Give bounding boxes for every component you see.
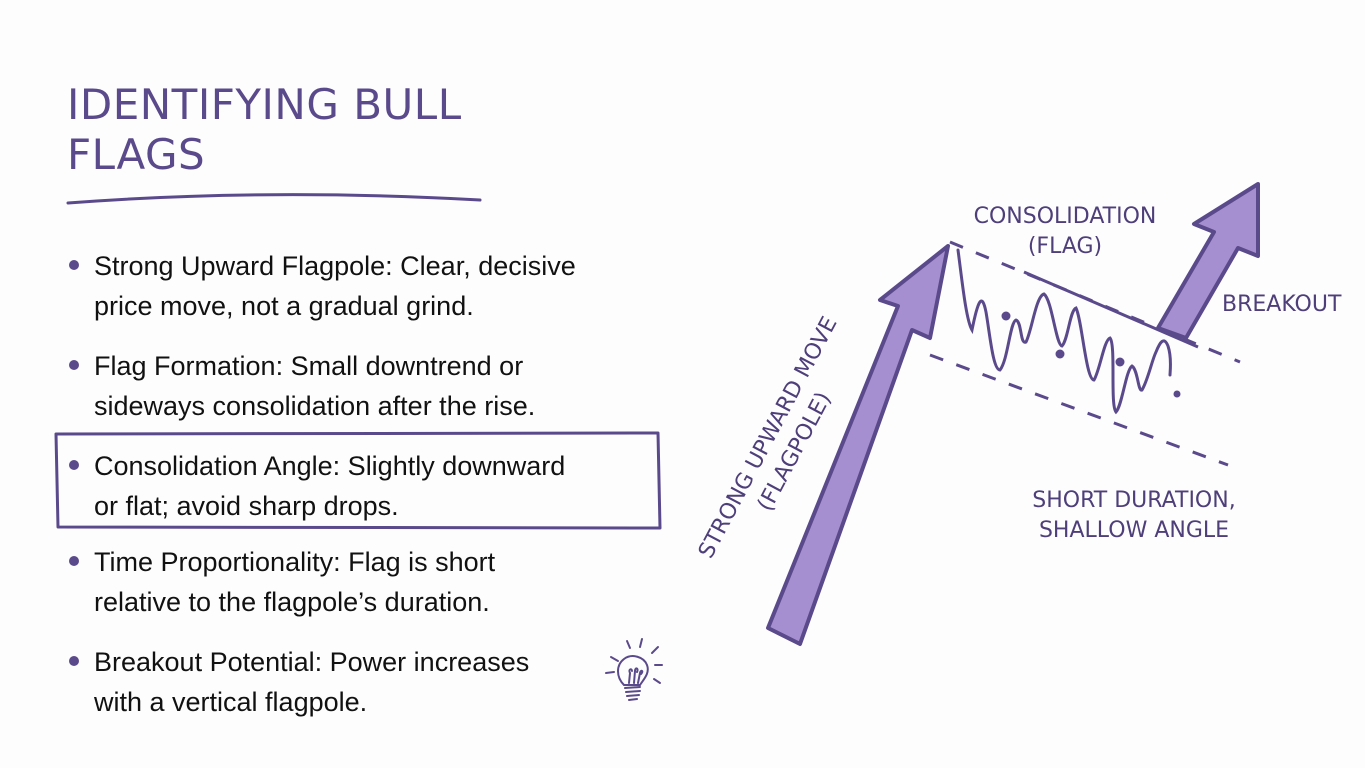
- bullet-dot: [69, 656, 79, 666]
- bullet-list: Strong Upward Flagpole: Clear, decisive …: [66, 246, 666, 742]
- highlight-box: [54, 431, 662, 530]
- bullet-text-line2: or flat; avoid sharp drops.: [94, 491, 399, 521]
- flagpole-arrow: [766, 244, 950, 646]
- bullet-dot: [69, 556, 79, 566]
- breakout-arrow: [1156, 182, 1260, 340]
- breakout-label: BREAKOUT: [1222, 292, 1342, 317]
- bullet-dot: [69, 460, 79, 470]
- bullet-text-line2: with a vertical flagpole.: [94, 687, 368, 717]
- bullet-text-line1: Flag Formation: Small downtrend or: [94, 351, 524, 381]
- bullet-item-highlighted: Consolidation Angle: Slightly downward o…: [66, 446, 666, 526]
- channel-upper-dashed: [949, 240, 1241, 364]
- bullet-item: Time Proportionality: Flag is short rela…: [66, 542, 666, 622]
- bullet-text-line1: Time Proportionality: Flag is short: [94, 547, 496, 577]
- bullet-item: Flag Formation: Small downtrend or sidew…: [66, 346, 666, 426]
- bullet-text-line1: Breakout Potential: Power increases: [94, 647, 530, 677]
- channel-lower-dashed: [929, 353, 1229, 467]
- title-line-2: FLAGS: [67, 130, 206, 179]
- bullet-text-line2: relative to the flagpole’s duration.: [94, 587, 490, 617]
- lightbulb-icon: [605, 638, 663, 701]
- bullet-item: Breakout Potential: Power increases with…: [66, 642, 666, 722]
- page-title: IDENTIFYING BULL FLAGS: [67, 80, 462, 180]
- bullet-item: Strong Upward Flagpole: Clear, decisive …: [66, 246, 666, 326]
- short-duration-label: SHORT DURATION, SHALLOW ANGLE: [1032, 488, 1236, 543]
- consolidation-label: CONSOLIDATION (FLAG): [973, 204, 1157, 259]
- title-underline: [66, 193, 482, 205]
- flag-trendline: [1023, 270, 1199, 349]
- bullet-text-line1: Consolidation Angle: Slightly downward: [94, 451, 566, 481]
- price-wiggle: [956, 248, 1172, 415]
- bullet-dot: [69, 260, 79, 270]
- bullet-text-line1: Strong Upward Flagpole: Clear, decisive: [94, 251, 576, 281]
- title-line-1: IDENTIFYING BULL: [67, 80, 462, 129]
- bullet-text-line2: sideways consolidation after the rise.: [94, 391, 536, 421]
- bullet-text-line2: price move, not a gradual grind.: [94, 291, 474, 321]
- bullet-dot: [69, 360, 79, 370]
